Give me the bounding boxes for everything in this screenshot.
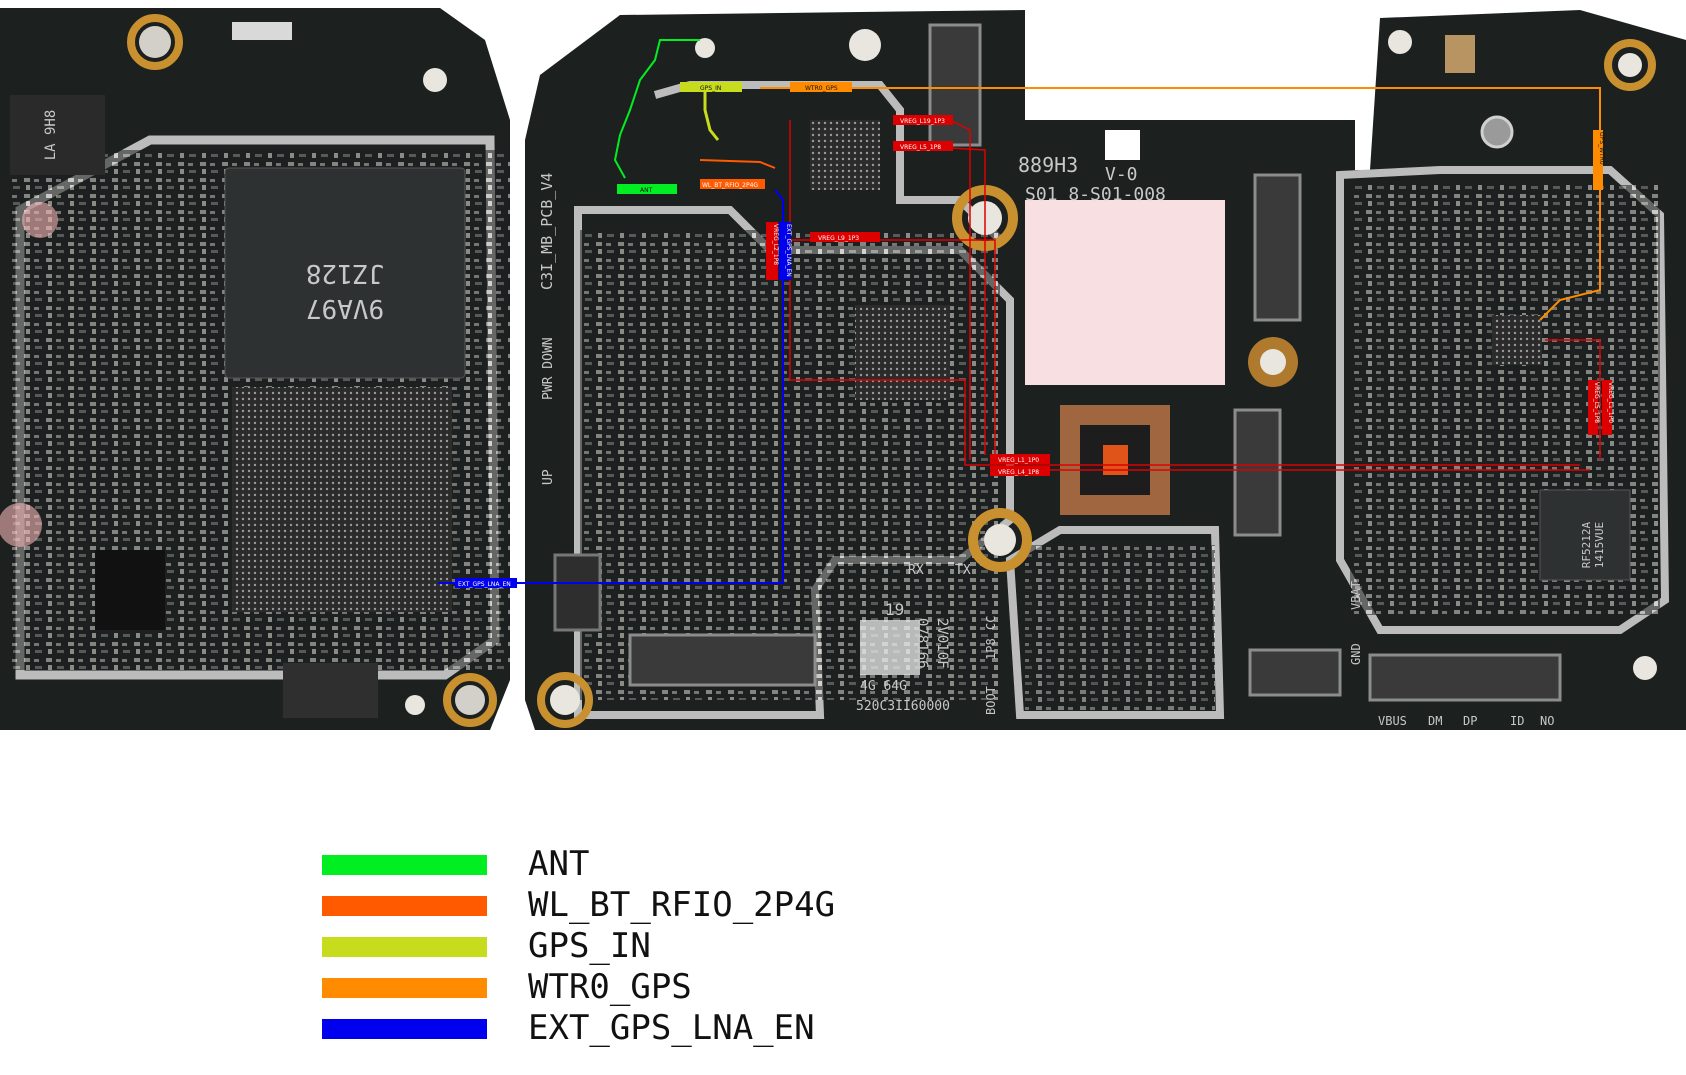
trace-vreg-l1 xyxy=(789,120,1580,466)
svg-text:889H3: 889H3 xyxy=(1018,153,1078,177)
svg-text:VBAT: VBAT xyxy=(1349,581,1363,610)
trace-vreg-l19 xyxy=(949,119,971,460)
trace-gps-in xyxy=(703,92,720,141)
svg-text:CC: CC xyxy=(984,616,998,630)
pmic-bga xyxy=(855,305,950,400)
trace-vreg-l4 xyxy=(780,239,1590,471)
trace-vreg-l5 xyxy=(949,147,986,455)
legend-label: WTR0_GPS xyxy=(528,967,692,1007)
pcb-board-view: JZ128 9VA97 LA 9H8 xyxy=(0,8,1686,730)
svg-text:V-0: V-0 xyxy=(1105,164,1138,185)
net-traces xyxy=(438,39,1601,584)
connector-top xyxy=(928,23,982,147)
legend-swatch xyxy=(322,978,487,998)
svg-text:LA 9H8: LA 9H8 xyxy=(43,110,59,161)
svg-text:RF5212A: RF5212A xyxy=(1580,521,1593,568)
svg-text:078166: 078166 xyxy=(914,618,930,669)
pcb-board-illustration: JZ128 9VA97 LA 9H8 xyxy=(0,8,1686,730)
svg-text:TX: TX xyxy=(955,563,971,578)
svg-text:RX: RX xyxy=(908,563,924,578)
left-board: JZ128 9VA97 LA 9H8 xyxy=(0,8,510,730)
legend-swatch xyxy=(322,896,487,916)
trace-wtr0-gps xyxy=(760,87,1601,321)
svg-text:4G 64G: 4G 64G xyxy=(860,679,907,694)
svg-text:DM: DM xyxy=(1428,714,1442,728)
net-tags: GPS_IN WTR0_GPS ANT WL_BT_RFIO_2P4G VREG… xyxy=(455,82,1614,588)
trace-ext-gps-lna-en xyxy=(438,189,784,584)
svg-text:S01 8-S01-008: S01 8-S01-008 xyxy=(1025,184,1166,205)
svg-text:ID: ID xyxy=(1510,714,1524,728)
svg-text:C3I_MB_PCB_V4: C3I_MB_PCB_V4 xyxy=(538,173,556,290)
usb-connector xyxy=(1368,653,1562,702)
svg-text:VREG_L9_1P3: VREG_L9_1P3 xyxy=(818,235,859,242)
soc-chip xyxy=(224,167,466,379)
svg-text:WTR0_GPS: WTR0_GPS xyxy=(805,85,838,92)
svg-text:2V010F: 2V010F xyxy=(934,618,950,669)
svg-text:VREG_L5_1P8: VREG_L5_1P8 xyxy=(1593,382,1600,423)
legend-swatch xyxy=(322,855,487,875)
svg-text:GPS_WTR0: GPS_WTR0 xyxy=(1598,132,1605,165)
svg-text:VREG_L4_1P8: VREG_L4_1P8 xyxy=(998,469,1039,476)
bga-footprint xyxy=(232,387,452,612)
svg-text:WL_BT_RFIO_2P4G: WL_BT_RFIO_2P4G xyxy=(702,182,758,189)
legend-label: WL_BT_RFIO_2P4G xyxy=(528,885,836,925)
svg-text:GND: GND xyxy=(1349,643,1363,665)
svg-text:VREG_L1_1P0: VREG_L1_1P0 xyxy=(1607,382,1614,423)
svg-text:DP: DP xyxy=(1463,714,1477,728)
trace-wl-bt xyxy=(699,159,776,169)
svg-text:VREG_L2_1P8: VREG_L2_1P8 xyxy=(772,224,779,265)
svg-text:1P8: 1P8 xyxy=(984,638,998,660)
svg-text:1415VUE: 1415VUE xyxy=(1593,522,1606,568)
svg-text:VREG_L19_1P3: VREG_L19_1P3 xyxy=(900,118,945,125)
legend-label: EXT_GPS_LNA_EN xyxy=(528,1008,815,1048)
svg-text:EXT_GPS_LNA_EN: EXT_GPS_LNA_EN xyxy=(785,224,792,277)
svg-text:NO: NO xyxy=(1540,714,1554,728)
svg-text:520C3II60000: 520C3II60000 xyxy=(856,699,950,714)
svg-text:BOOT: BOOT xyxy=(984,686,998,715)
svg-text:19: 19 xyxy=(885,600,904,619)
svg-text:VREG_L5_1P8: VREG_L5_1P8 xyxy=(900,144,941,151)
svg-text:PWR DOWN: PWR DOWN xyxy=(541,337,556,400)
trace-ant xyxy=(613,39,700,179)
connector-bottom xyxy=(628,633,817,687)
svg-text:EXT_GPS_LNA_EN: EXT_GPS_LNA_EN xyxy=(458,581,511,588)
legend-label: GPS_IN xyxy=(528,926,651,966)
right-board: RF5212A 1415VUE VBAT GND VBUS DM DP ID N… xyxy=(1248,10,1686,730)
trace-right-red xyxy=(1545,339,1601,460)
svg-text:GPS_IN: GPS_IN xyxy=(700,85,721,92)
legend-swatch xyxy=(322,1019,487,1039)
legend-swatch xyxy=(322,937,487,957)
svg-text:JZ128: JZ128 xyxy=(306,258,384,288)
svg-text:ANT: ANT xyxy=(640,187,653,194)
svg-text:VREG_L1_1P0: VREG_L1_1P0 xyxy=(998,457,1039,464)
svg-text:VBUS: VBUS xyxy=(1378,714,1407,728)
svg-text:UP: UP xyxy=(541,469,556,485)
svg-text:9VA97: 9VA97 xyxy=(306,293,384,323)
legend-label: ANT xyxy=(528,844,590,884)
